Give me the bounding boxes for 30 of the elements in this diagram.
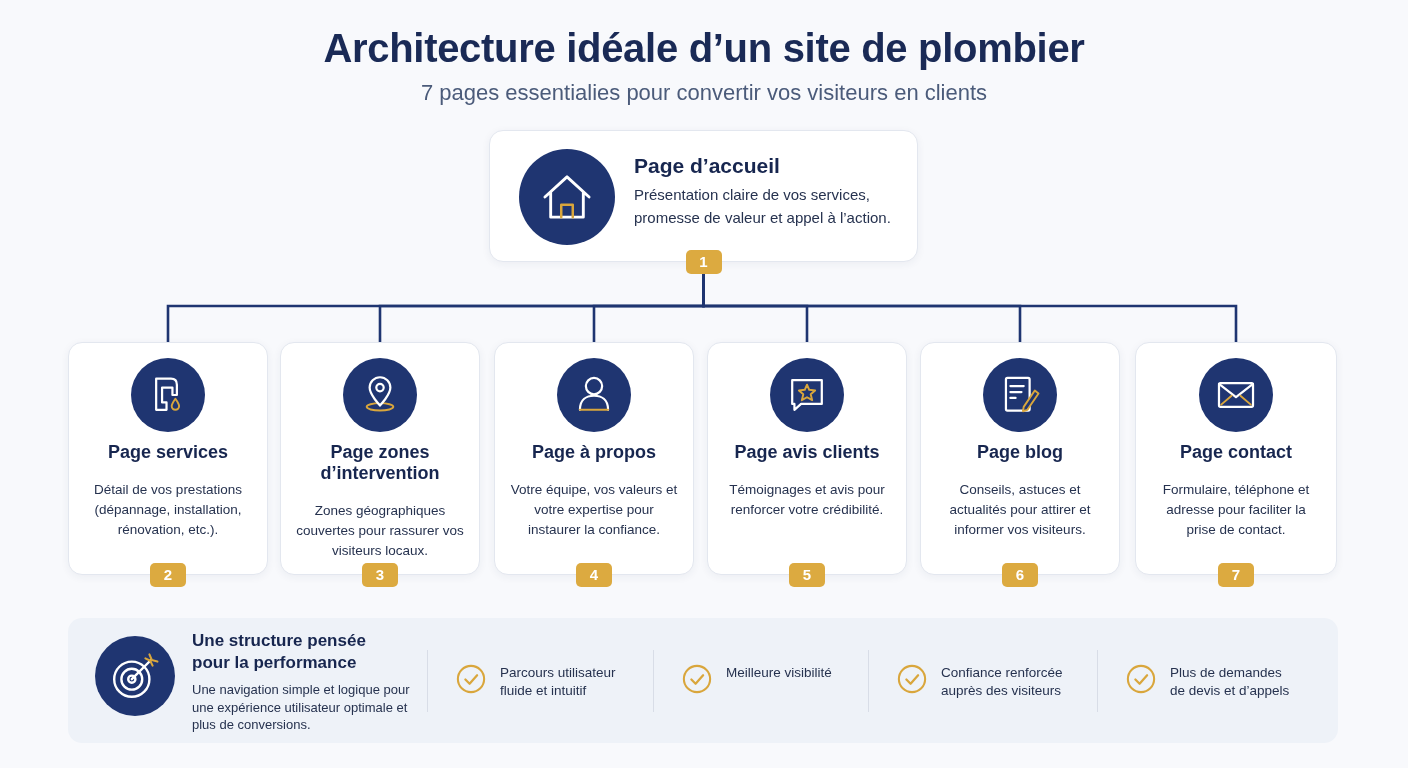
step-number-badge: 4 xyxy=(576,563,612,587)
page-description: Zones géographiques couvertes pour rassurer vos visiteurs locaux. xyxy=(295,502,465,560)
step-number-badge: 6 xyxy=(1002,563,1038,587)
panel-description: Une navigation simple et logique pour une expérience utilisateur optimale et plus de conversions. xyxy=(192,681,411,734)
page-description: Votre équipe, vos valeurs et votre expertise pour instaurer la confiance. xyxy=(509,481,679,539)
page-description: Conseils, astuces et actualités pour attirer et informer vos visiteurs. xyxy=(948,481,1092,539)
page-heading: Page zones d’intervention xyxy=(319,442,441,484)
page-heading: Page blog xyxy=(977,442,1063,463)
step-number-badge: 2 xyxy=(150,563,186,587)
diagram-title: Architecture idéale d’un site de plombier xyxy=(323,25,1085,71)
benefit-text: Plus de demandes de devis et d’appels xyxy=(1170,664,1291,700)
page-heading: Page contact xyxy=(1179,442,1292,463)
page-heading: Page à propos xyxy=(532,442,656,463)
panel-heading: Une structure pensée pour la performance xyxy=(192,630,367,674)
step-number-badge: 1 xyxy=(685,250,722,274)
page-description: Formulaire, téléphone et adresse pour faciliter la prise de contact. xyxy=(1161,481,1311,539)
step-number-badge: 7 xyxy=(1218,563,1254,587)
benefit-text: Parcours utilisateur fluide et intuitif xyxy=(500,664,617,700)
step-number-badge: 3 xyxy=(362,563,398,587)
benefit-text: Meilleure visibilité xyxy=(726,664,832,682)
summary-panel xyxy=(68,618,1338,743)
page-description: Présentation claire de vos services, promesse de valeur et appel à l’action. xyxy=(634,185,892,228)
step-number-badge: 5 xyxy=(789,563,825,587)
page-description: Détail de vos prestations (dépannage, installation, rénovation, etc.). xyxy=(93,481,243,539)
benefit-text: Confiance renforcée auprès des visiteurs xyxy=(941,664,1064,700)
page-description: Témoignages et avis pour renforcer votre crédibilité. xyxy=(728,481,886,519)
diagram-subtitle: 7 pages essentialies pour convertir vos visiteurs en clients xyxy=(420,80,988,106)
page-heading: Page services xyxy=(107,442,229,463)
page-heading: Page d’accueil xyxy=(634,153,780,178)
page-heading: Page avis clients xyxy=(734,442,880,463)
